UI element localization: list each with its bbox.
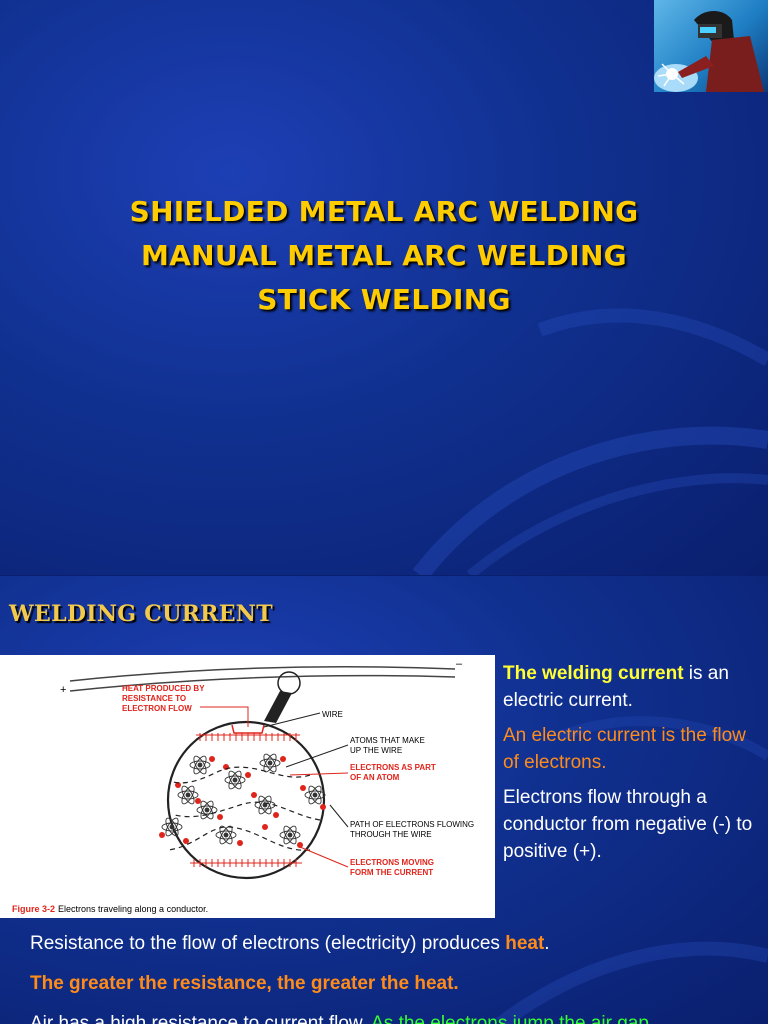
callout-electrons-part-1: ELECTRONS AS PART: [350, 763, 436, 772]
side-text: The welding current is an electric curre…: [503, 660, 765, 873]
callout-heat-3: ELECTRON FLOW: [122, 704, 192, 713]
callout-moving-2: FORM THE CURRENT: [350, 868, 433, 877]
callout-atoms-1: ATOMS THAT MAKE: [350, 736, 425, 745]
plus-sign: +: [60, 684, 66, 696]
slide-title: SHIELDED METAL ARC WELDING MANUAL METAL …: [0, 190, 768, 322]
callout-heat-1: HEAT PRODUCED BY: [122, 684, 205, 693]
bullet-greater-resistance: The greater the resistance, the greater …: [30, 973, 459, 994]
highlight-welding-current: The welding current: [503, 663, 684, 684]
section-heading: WELDING CURRENT: [9, 601, 273, 627]
bullet-1-text: Resistance to the flow of electrons (ele…: [30, 933, 506, 954]
side-p1-rest: is an electric current.: [503, 663, 729, 711]
callout-wire: WIRE: [322, 710, 343, 719]
figure-caption-label: Figure 3-2: [12, 904, 55, 914]
title-slide: SHIELDED METAL ARC WELDING MANUAL METAL …: [0, 0, 768, 575]
atom-symbols: [161, 753, 326, 845]
bullet-1-end: .: [544, 933, 550, 954]
electron-flow-figure: + –: [0, 655, 495, 918]
body-text: Resistance to the flow of electrons (ele…: [30, 930, 760, 1024]
bullet-resistance: Resistance to the flow of electrons (ele…: [30, 930, 760, 957]
bullet-3-text: Air has a high resistance to current flo…: [30, 1013, 372, 1024]
callout-electrons-part-2: OF AN ATOM: [350, 773, 400, 782]
figure-caption-text: Electrons traveling along a conductor.: [58, 904, 208, 914]
side-paragraph-2: An electric current is the flow of elect…: [503, 725, 746, 773]
side-paragraph-1: The welding current is an electric curre…: [503, 660, 765, 714]
callout-path-2: THROUGH THE WIRE: [350, 830, 432, 839]
side-paragraph-3: Electrons flow through a conductor from …: [503, 787, 753, 862]
welder-icon: [654, 0, 768, 92]
highlight-air-gap: As the electrons jump the air gap: [371, 1013, 649, 1024]
electron-dots: [159, 756, 326, 848]
minus-sign: –: [456, 658, 463, 670]
callout-atoms-2: UP THE WIRE: [350, 746, 402, 755]
callout-moving-1: ELECTRONS MOVING: [350, 858, 434, 867]
callout-heat-2: RESISTANCE TO: [122, 694, 186, 703]
bullet-air-resistance: Air has a high resistance to current flo…: [30, 1010, 760, 1024]
content-slide: WELDING CURRENT + –: [0, 576, 768, 1024]
title-line-3: STICK WELDING: [257, 283, 511, 316]
title-line-2: MANUAL METAL ARC WELDING: [141, 239, 627, 272]
highlight-heat: heat: [505, 933, 545, 954]
title-line-1: SHIELDED METAL ARC WELDING: [129, 195, 639, 228]
callout-path-1: PATH OF ELECTRONS FLOWING: [350, 820, 474, 829]
